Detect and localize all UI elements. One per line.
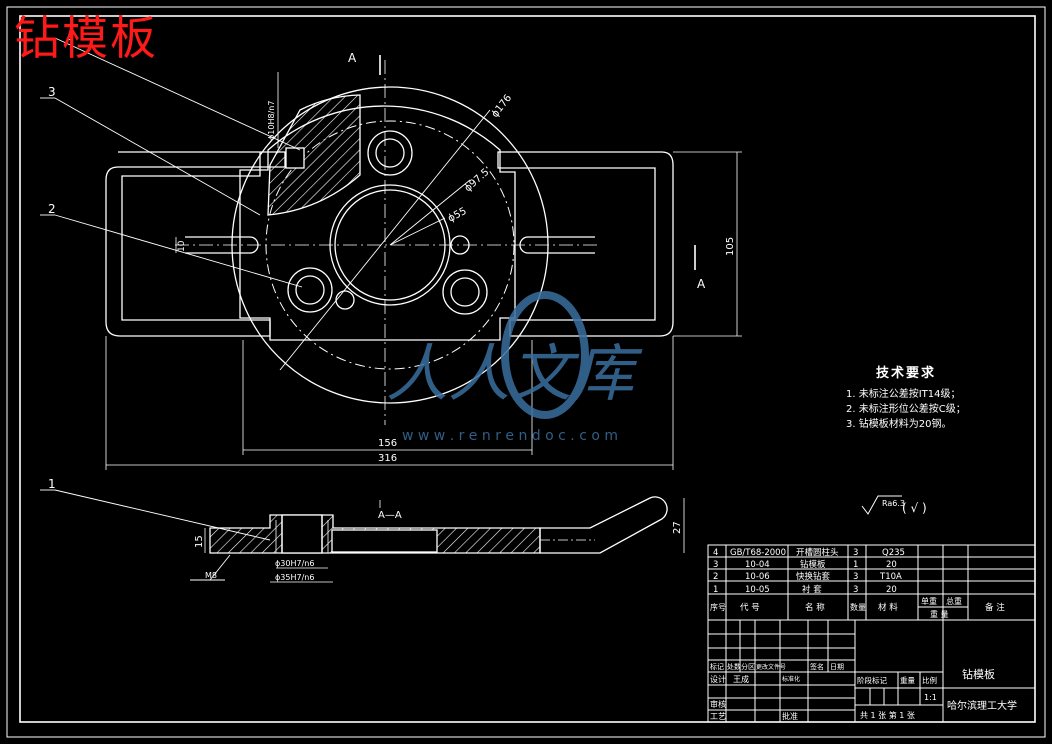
dim-d55: ϕ55 bbox=[446, 206, 468, 225]
bom-qty: 3 bbox=[853, 572, 858, 582]
tech-item-2: 2. 未标注形位公差按C级； bbox=[846, 404, 966, 415]
bom-qty: 3 bbox=[853, 548, 858, 558]
tb-change-doc: 更改文件号 bbox=[756, 663, 786, 671]
tb-change-count: 处数 bbox=[727, 662, 741, 671]
watermark-url: w w w . r e n r e n d o c . c o m bbox=[402, 428, 618, 444]
tb-scale: 1:1 bbox=[924, 693, 937, 702]
bom-header-weight: 重 量 bbox=[930, 609, 949, 619]
bom-header-no: 序号 bbox=[710, 602, 726, 612]
bom-name: 开槽圆柱头 bbox=[796, 547, 839, 558]
dim-fit-top: ϕ10H8/n7 bbox=[267, 101, 276, 140]
dim-d176: ϕ176 bbox=[490, 93, 514, 120]
weld-symbol: M8 bbox=[205, 571, 217, 580]
section-title: A—A bbox=[378, 510, 402, 521]
bom-code: GB/T68-2000 bbox=[730, 548, 786, 558]
tb-school: 哈尔滨理工大学 bbox=[947, 699, 1017, 712]
bom-name: 快换钻套 bbox=[796, 571, 831, 582]
bom-code: 10-05 bbox=[745, 585, 770, 595]
dim-h15: 15 bbox=[194, 535, 205, 548]
tb-change-zone: 分区 bbox=[741, 662, 755, 671]
bom-no: 3 bbox=[713, 560, 718, 570]
bom-header-unit-weight: 单重 bbox=[921, 596, 937, 606]
watermark-text: 人人文库 bbox=[386, 337, 643, 410]
bom-material: 20 bbox=[886, 560, 897, 570]
bom-header-material: 材 料 bbox=[878, 602, 898, 613]
dim-h27: 27 bbox=[672, 521, 683, 534]
watermark: 人人文库 w w w . r e n r e n d o c . c o m bbox=[386, 291, 643, 444]
roughness-symbol bbox=[861, 495, 902, 515]
tech-item-1: 1. 未标注公差按IT14级； bbox=[846, 389, 961, 400]
bom-texts: 4 GB/T68-2000 开槽圆柱头 3 Q235 3 10-04 钻模板 1… bbox=[710, 547, 1017, 721]
dim-w10: 10 bbox=[177, 240, 187, 252]
dim-h105: 105 bbox=[725, 237, 736, 256]
tb-approve-label: 批准 bbox=[782, 711, 798, 721]
bom-header-name: 名 称 bbox=[805, 602, 825, 613]
dim-fit-35: ϕ35H7/n6 bbox=[275, 573, 314, 582]
tb-process-label: 工艺 bbox=[710, 712, 726, 721]
tb-drawing-name: 钻模板 bbox=[962, 667, 995, 681]
dim-fit-30: ϕ30H7/n6 bbox=[275, 559, 314, 568]
tb-review-label: 审核 bbox=[710, 699, 726, 709]
bom-qty: 1 bbox=[853, 560, 858, 570]
tb-change-date: 日期 bbox=[830, 663, 844, 671]
bom-no: 2 bbox=[713, 572, 718, 582]
drawing-title: 钻模板 bbox=[14, 11, 158, 65]
plan-view bbox=[40, 37, 742, 470]
roughness-value: Ra6.3 bbox=[882, 499, 905, 508]
inner-border bbox=[19, 15, 1036, 723]
balloon-1: 1 bbox=[48, 477, 56, 491]
bom-code: 10-06 bbox=[745, 572, 770, 582]
section-mark-top: A bbox=[348, 51, 357, 65]
roughness-rest: ( √ ) bbox=[902, 501, 927, 515]
bom-header-code: 代 号 bbox=[740, 602, 760, 613]
tb-design-label: 设计 bbox=[710, 674, 726, 684]
bom-material: Q235 bbox=[882, 548, 905, 558]
title-block bbox=[707, 544, 1036, 723]
balloon-4: 4 bbox=[66, 31, 74, 45]
dim-w156: 156 bbox=[378, 438, 397, 449]
bom-no: 4 bbox=[713, 548, 718, 558]
bom-material: T10A bbox=[879, 572, 902, 582]
tb-sheets: 共 1 张 第 1 张 bbox=[860, 710, 915, 720]
balloon-3: 3 bbox=[48, 85, 56, 99]
bom-name: 衬 套 bbox=[802, 584, 822, 595]
balloon-2: 2 bbox=[48, 202, 56, 216]
tech-title: 技术要求 bbox=[876, 366, 937, 381]
bom-no: 1 bbox=[713, 585, 718, 595]
bom-header-qty: 数量 bbox=[850, 602, 866, 612]
tb-standard-label: 标准化 bbox=[782, 675, 800, 683]
tech-item-3: 3. 钻模板材料为20钢。 bbox=[846, 419, 952, 430]
section-mark-right: A bbox=[697, 277, 706, 291]
outer-border bbox=[6, 6, 1046, 738]
bom-material: 20 bbox=[886, 585, 897, 595]
bom-header-note: 备 注 bbox=[985, 602, 1005, 613]
tb-change-sign: 签名 bbox=[810, 662, 824, 671]
dim-w316: 316 bbox=[378, 453, 397, 464]
bom-code: 10-04 bbox=[745, 560, 770, 570]
tb-designer: 王成 bbox=[733, 674, 749, 684]
bom-name: 钻模板 bbox=[800, 559, 826, 570]
tb-weight-label: 重量 bbox=[900, 676, 915, 685]
tb-scale-label: 比例 bbox=[922, 675, 937, 685]
tb-change-mark: 标记 bbox=[710, 662, 724, 671]
tb-stage-label: 阶段标记 bbox=[857, 675, 887, 685]
tech-requirements: 技术要求 1. 未标注公差按IT14级； 2. 未标注形位公差按C级； 3. 钻… bbox=[846, 362, 966, 432]
bom-qty: 3 bbox=[853, 585, 858, 595]
dim-d97-5: ϕ97.5 bbox=[463, 167, 492, 194]
bom-header-total-weight: 总重 bbox=[946, 596, 962, 606]
section-view bbox=[40, 489, 685, 583]
